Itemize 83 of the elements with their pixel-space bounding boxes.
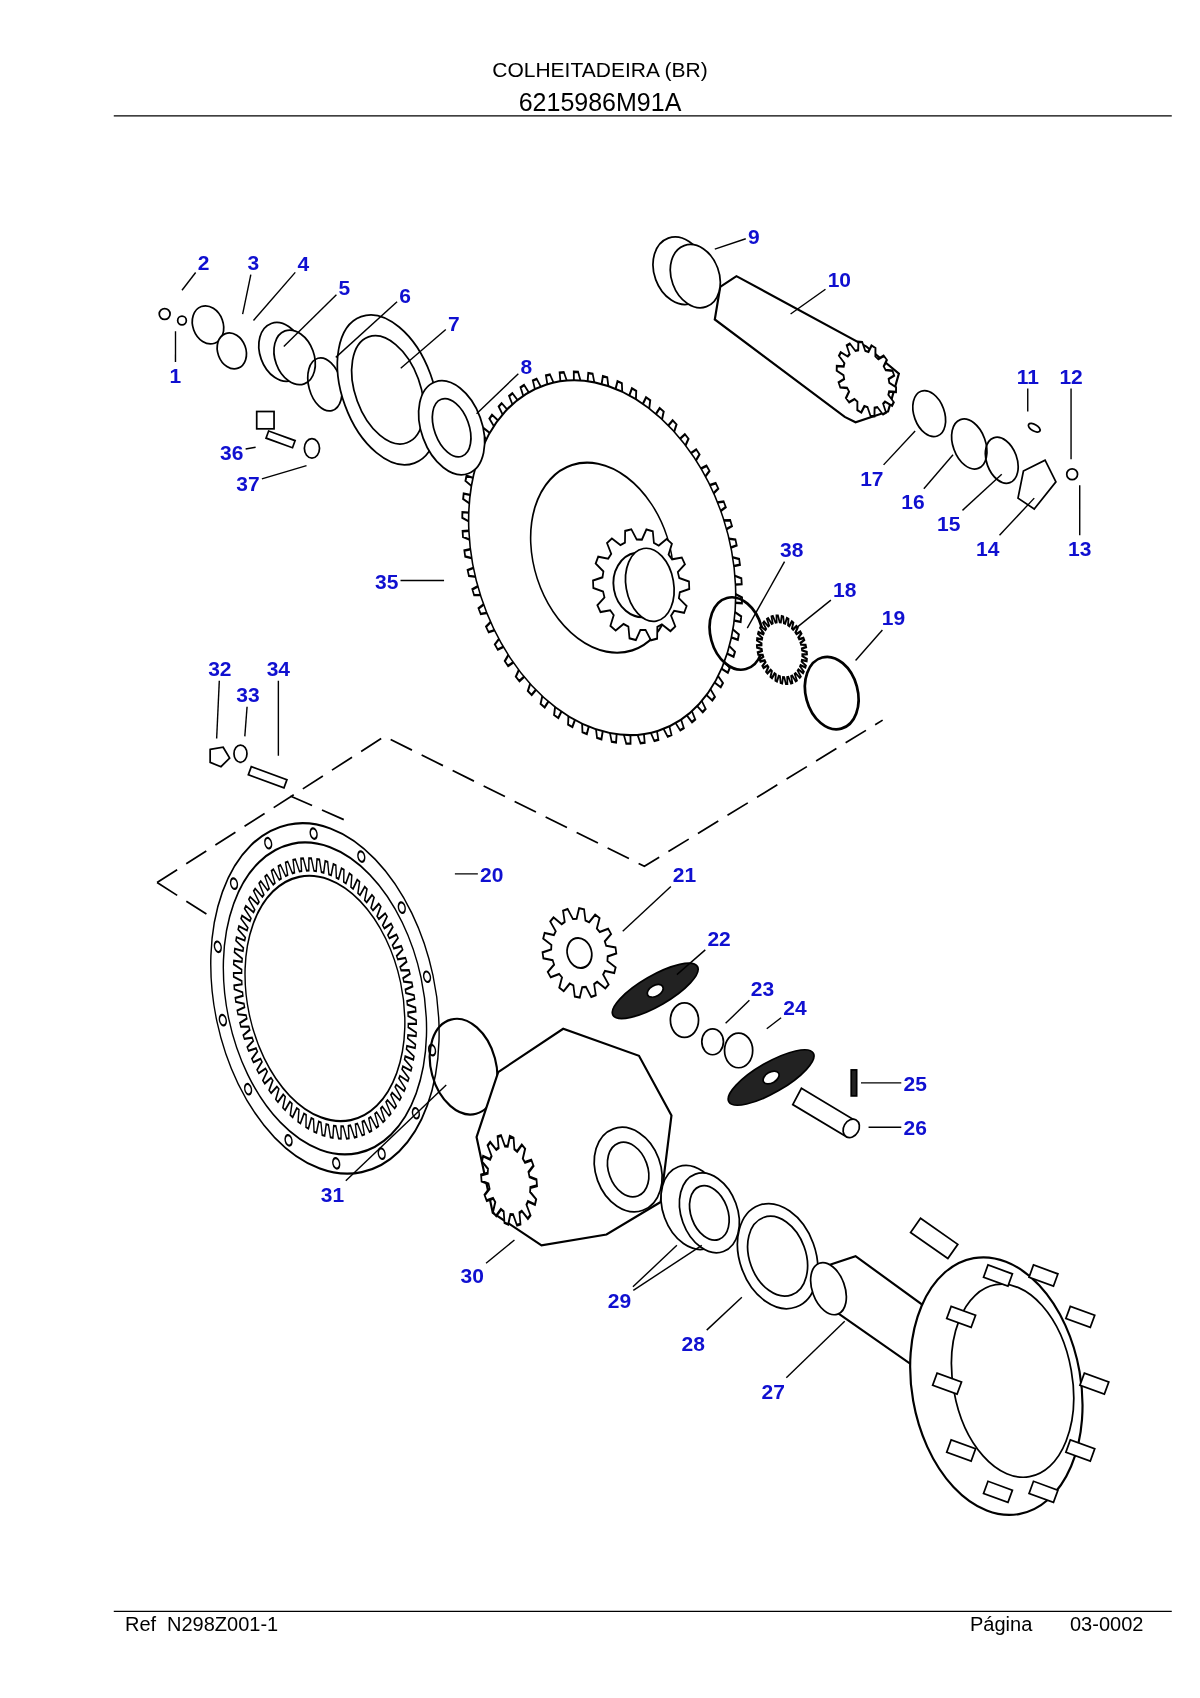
leader-line [181,271,197,291]
callout-number: 10 [827,268,851,290]
leader-line [244,706,248,738]
leader-line [1070,387,1072,460]
leader-line [795,599,832,629]
leader-line [882,430,916,466]
callout-number: 28 [681,1332,705,1354]
leader-line [1027,387,1029,413]
leader-line [277,680,280,757]
callout-number: 30 [460,1264,484,1286]
leader-line [714,238,747,250]
leader-line [998,497,1035,536]
callout-number: 29 [607,1289,632,1311]
callout-number: 12 [1059,365,1083,387]
leader-line [746,561,786,629]
leader-line [241,274,252,315]
callout-number: 20 [480,863,504,885]
title: COLHEITADEIRA (BR) [492,58,708,82]
leader-line [215,680,220,740]
leader-line [283,294,338,348]
callout-number: 15 [937,512,961,534]
callout-number: 11 [1016,365,1039,387]
callout-number: 38 [780,538,804,560]
leader-line [454,873,479,875]
callout-number: 37 [236,472,260,494]
leader-line [252,271,296,322]
callout-number: 31 [320,1183,345,1204]
part-number: 6215986M91A [518,88,682,117]
leader-line [335,301,398,359]
footer-label: Ref [125,1613,157,1636]
callout-number: 27 [761,1380,785,1402]
leader-line [785,1320,846,1379]
leader-line [622,885,672,932]
callout-number: 3 [247,251,260,273]
leader-line [766,1017,782,1030]
callout-number: 17 [860,467,884,489]
callout-number: 33 [236,683,260,705]
reference-code: N298Z001-1 [167,1613,279,1636]
leader-line [632,1244,678,1288]
callout-number: 24 [783,996,807,1018]
leader-line [854,629,884,662]
leader-line [400,328,447,369]
leader-line [261,464,308,480]
callout-number: 2 [197,251,210,273]
leader-line [961,473,1003,512]
callout-number: 32 [208,657,232,679]
callout-number: 16 [901,490,925,512]
callout-number: 22 [707,927,731,949]
leader-line [789,288,827,315]
callout-number: 26 [903,1116,927,1138]
leader-line [399,579,445,582]
callout-number: 21 [672,863,697,885]
callout-number: 23 [750,977,775,999]
callout-number: 35 [374,570,399,591]
leader-line [923,454,954,490]
leader-line [632,1244,703,1292]
page-number: 03-0002 [1070,1613,1144,1636]
leader-line [724,999,751,1025]
callout-number: 6 [399,284,411,306]
callout-number: 1 [169,364,182,386]
leader-line [174,330,177,363]
leader-line [860,1082,902,1084]
callout-number: 34 [266,657,290,679]
callout-number: 8 [520,355,533,377]
leader-line [867,1126,902,1128]
callout-number: 36 [220,441,244,463]
callout-number: 9 [747,225,760,247]
leader-line [485,1239,516,1264]
callout-number: 14 [976,537,1000,559]
callout-number: 25 [903,1072,927,1094]
callout-number: 18 [833,578,857,600]
callout-number: 7 [447,312,460,334]
callout-number: 13 [1068,537,1092,559]
callout-number: 5 [338,276,351,298]
footer-label: Página [970,1613,1033,1636]
leader-line [345,1084,447,1182]
leader-line [706,1296,743,1331]
callout-number: 4 [297,252,310,274]
leader-line [475,372,520,415]
leader-line [676,949,706,976]
leader-line [244,446,257,450]
leader-line [1079,484,1081,536]
callout-number: 19 [881,606,906,628]
